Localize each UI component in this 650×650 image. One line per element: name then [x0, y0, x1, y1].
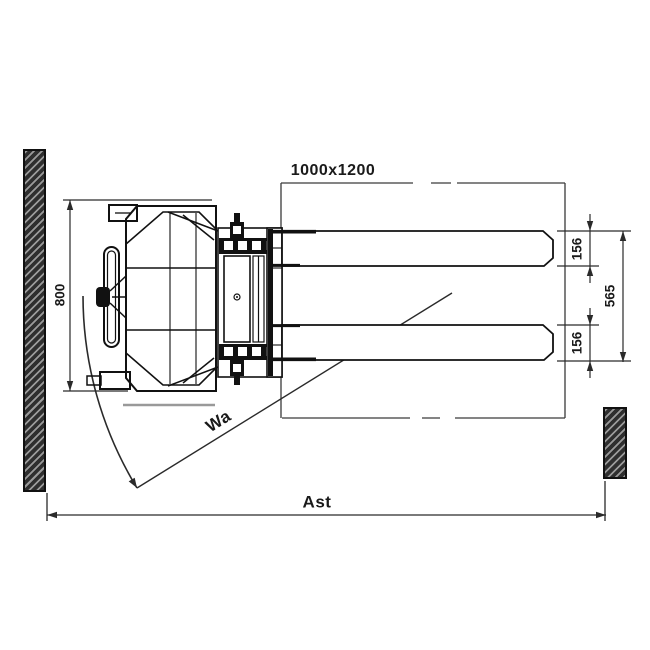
arc-arrowhead: [128, 477, 137, 488]
hood-panels: [125, 211, 217, 386]
mast-crossbar-bottom: [219, 344, 281, 360]
fork-heel-marks: [272, 229, 316, 362]
dim800-arrow-down: [66, 381, 74, 391]
dim800-arrow-up: [66, 200, 74, 210]
dim565-arrow-down: [619, 352, 627, 362]
fork-width-top-label: 156: [570, 237, 585, 260]
cylinder-port: [233, 293, 241, 301]
fork-spread-label: 565: [603, 284, 618, 307]
mast-bolt-top: [230, 213, 244, 238]
steering-wheel: [96, 246, 127, 348]
chassis-pin-bottom-left: [86, 375, 102, 386]
aisle-width-label: Ast: [303, 492, 332, 511]
turning-radius-label: Wa: [202, 406, 234, 436]
pallet-outline: [280, 182, 566, 419]
steering-hub: [96, 287, 110, 307]
turning-sweep-arc: [82, 295, 138, 489]
aisle-wall-right: [603, 407, 627, 479]
dim156bot-arrow-a: [586, 315, 594, 325]
dim156top-arrow-a: [586, 221, 594, 231]
forks: [272, 229, 554, 362]
dimast-arrow-right: [596, 511, 606, 519]
mast-assembly: [217, 213, 283, 385]
fork-top: [281, 230, 554, 267]
fork-bottom: [281, 324, 554, 361]
dimension-right-group: [557, 214, 631, 378]
mast-crossbar-top: [219, 238, 281, 254]
chassis-tab-top-left: [108, 204, 138, 222]
lift-cylinder: [223, 255, 251, 343]
aisle-wall-left: [23, 149, 46, 492]
dimension-ast: [46, 481, 606, 521]
truck-body: [86, 204, 219, 392]
mast-bolt-bottom: [230, 360, 244, 385]
fork-width-bottom-label: 156: [570, 331, 585, 354]
dim156bot-arrow-b: [586, 361, 594, 371]
steering-spokes: [109, 275, 127, 319]
dimast-arrow-left: [47, 511, 57, 519]
dimension-800: [63, 199, 212, 392]
mast-braces: [167, 211, 219, 387]
dim565-arrow-up: [619, 231, 627, 241]
chassis-tab-bottom-left: [99, 371, 131, 390]
chassis-width-label: 800: [53, 284, 68, 307]
pallet-size-label: 1000x1200: [291, 162, 376, 179]
dim156top-arrow-b: [586, 266, 594, 276]
cylinder-port-dot: [236, 296, 238, 298]
fork-carriage-rail: [268, 229, 273, 376]
chassis-outline: [125, 205, 217, 392]
